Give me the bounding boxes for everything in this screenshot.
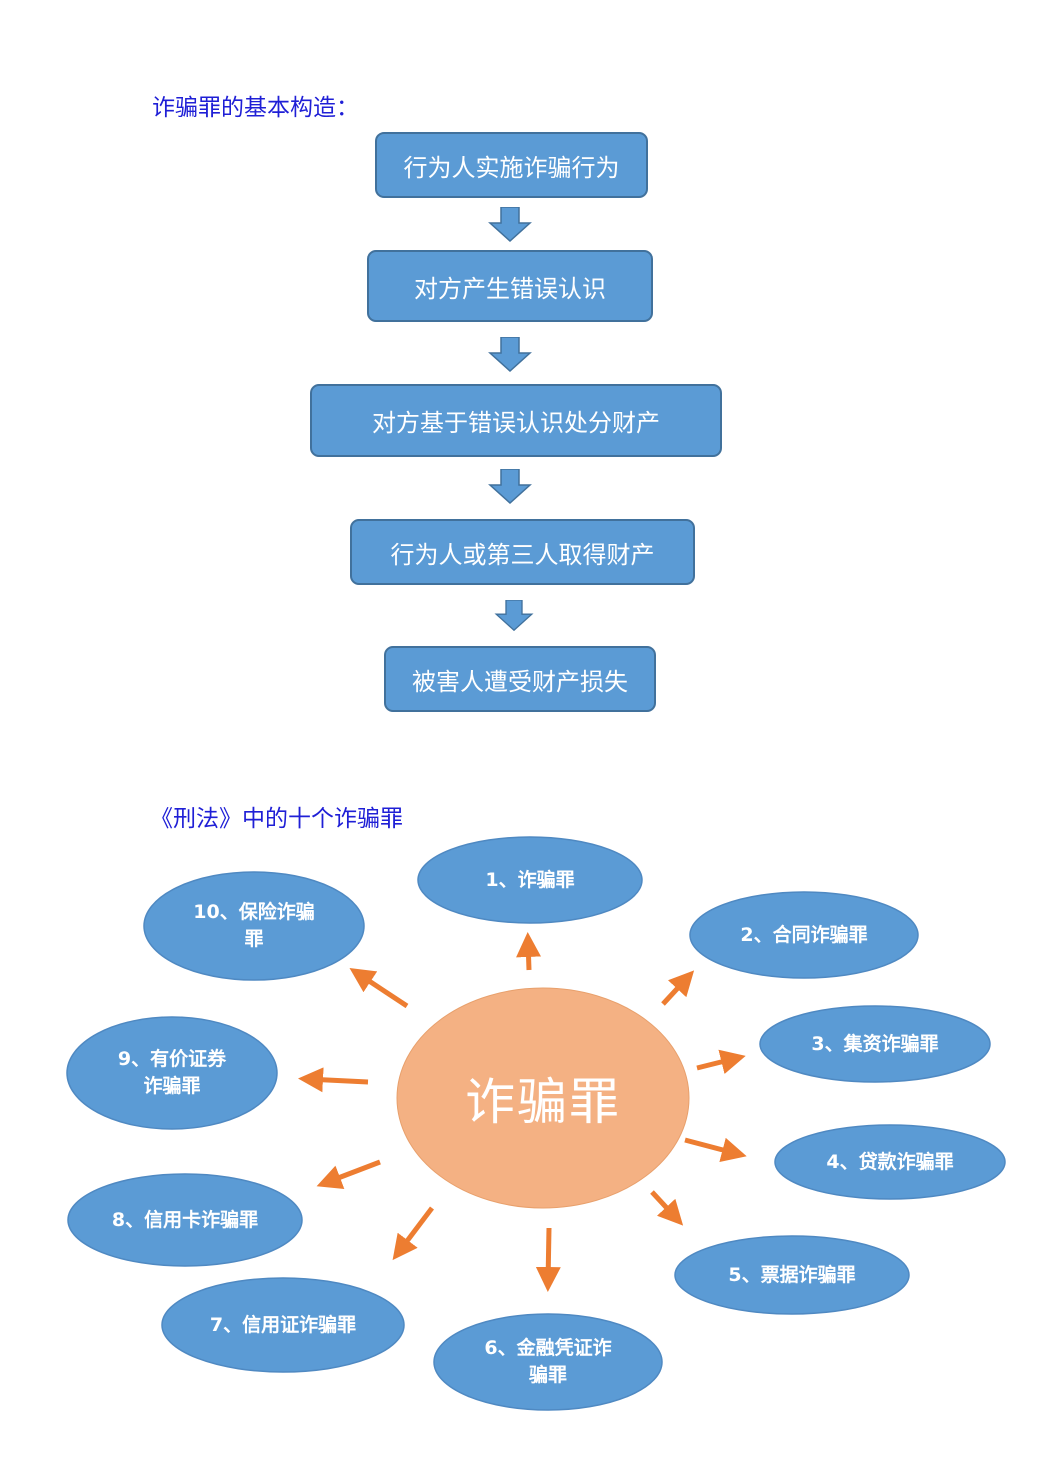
arrow-icon bbox=[650, 1190, 684, 1226]
crime-oval-8 bbox=[67, 1173, 303, 1267]
ten-crimes-heading: 《刑法》中的十个诈骗罪 bbox=[150, 806, 403, 832]
arrow-icon bbox=[516, 932, 542, 971]
flow-step-2: 对方产生错误认识 bbox=[367, 250, 653, 322]
center-oval bbox=[396, 987, 690, 1209]
flow-step-3: 对方基于错误认识处分财产 bbox=[310, 384, 722, 457]
crime-oval-5 bbox=[674, 1235, 910, 1315]
down-arrow-icon bbox=[488, 469, 532, 505]
arrow-icon bbox=[349, 968, 409, 1009]
arrow-icon bbox=[684, 1137, 747, 1162]
down-arrow-icon bbox=[488, 207, 532, 243]
down-arrow-icon bbox=[494, 600, 534, 632]
crime-oval-9 bbox=[66, 1016, 278, 1130]
flow-step-1: 行为人实施诈骗行为 bbox=[375, 132, 648, 198]
arrow-icon bbox=[535, 1227, 561, 1292]
arrow-icon bbox=[298, 1067, 369, 1093]
structure-heading: 诈骗罪的基本构造： bbox=[152, 95, 359, 121]
crime-oval-3 bbox=[759, 1005, 991, 1083]
arrow-icon bbox=[392, 1206, 434, 1261]
down-arrow-icon bbox=[488, 337, 532, 373]
crime-oval-7 bbox=[161, 1277, 405, 1373]
crime-oval-4 bbox=[774, 1124, 1006, 1200]
crime-oval-6 bbox=[433, 1313, 663, 1411]
crime-oval-1 bbox=[417, 836, 643, 924]
flow-step-4: 行为人或第三人取得财产 bbox=[350, 519, 695, 585]
arrow-icon bbox=[316, 1159, 381, 1189]
crime-oval-10 bbox=[143, 871, 365, 981]
arrow-icon bbox=[661, 970, 695, 1006]
flow-step-5: 被害人遭受财产损失 bbox=[384, 646, 656, 712]
crime-oval-2 bbox=[689, 891, 919, 979]
arrow-icon bbox=[696, 1049, 746, 1075]
